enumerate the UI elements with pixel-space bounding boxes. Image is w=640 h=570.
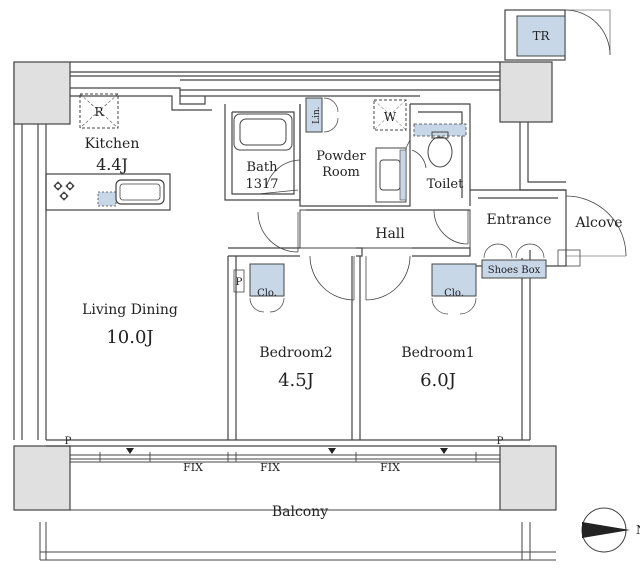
bedroom2-size: 4.5J — [278, 370, 314, 391]
bedroom2-name: Bedroom2 — [259, 345, 332, 361]
tr-label: TR — [532, 29, 550, 43]
hall-walls — [299, 209, 471, 249]
toilet-name: Toilet — [427, 177, 464, 192]
refrigerator-label: R — [94, 105, 104, 119]
hall-name: Hall — [375, 226, 405, 242]
window-strip — [70, 452, 500, 463]
pipe-label-b: P — [65, 436, 72, 447]
living-name: Living Dining — [82, 302, 178, 318]
fix-label-b: FIX — [260, 461, 280, 474]
shoes-box: Shoes Box — [481, 243, 547, 279]
wash-basin-icon — [375, 147, 407, 203]
linen-label: Lin. — [312, 106, 322, 124]
kitchen-fixtures: R — [45, 93, 171, 211]
shoes-box-label: Shoes Box — [488, 265, 541, 276]
fix-label-c: FIX — [380, 461, 400, 474]
bedroom1-size: 6.0J — [420, 370, 456, 391]
bath-size: 1317 — [245, 177, 278, 192]
bathtub-icon — [233, 113, 293, 151]
structural-columns — [13, 61, 557, 511]
closet-bedroom1-label: Clo. — [444, 288, 464, 299]
living-size: 10.0J — [106, 327, 153, 348]
washer-area: W — [373, 99, 407, 131]
closet-bedroom2-label: Clo. — [257, 288, 277, 299]
entrance-door — [557, 195, 627, 267]
pipe-label-a: P — [236, 277, 243, 288]
closet-bedroom1: Clo. — [431, 263, 477, 315]
fix-label-a: FIX — [183, 461, 203, 474]
powder-name-line2: Room — [322, 165, 360, 180]
powder-name-line1: Powder — [316, 149, 366, 164]
kitchen-size: 4.4J — [96, 155, 128, 174]
toilet-icon — [413, 123, 467, 168]
powder-door — [405, 139, 427, 169]
kitchen-name: Kitchen — [85, 136, 140, 152]
stove-burners-icon — [53, 181, 75, 201]
entrance-name: Entrance — [486, 212, 551, 228]
window-markers — [126, 448, 448, 454]
hall-doors — [257, 211, 299, 253]
closet-bedroom2: Clo. P — [233, 263, 285, 313]
balcony-rail — [39, 509, 556, 561]
north-compass-icon: N — [581, 507, 640, 553]
tr-closet: TR — [504, 9, 611, 61]
kitchen-sink-icon — [115, 179, 165, 205]
outer-walls — [13, 61, 566, 440]
alcove-name: Alcove — [574, 215, 622, 231]
compass-label: N — [636, 523, 640, 537]
linen-cabinet: Lin. — [305, 97, 339, 133]
toilet-door — [433, 209, 469, 245]
bath-name: Bath — [247, 160, 279, 175]
balcony-name: Balcony — [272, 504, 328, 520]
bedroom-doors — [309, 255, 411, 301]
bath-door — [257, 159, 301, 195]
washer-label: W — [384, 110, 397, 124]
pipe-label-c: P — [497, 436, 504, 447]
bedroom1-name: Bedroom1 — [401, 345, 474, 361]
